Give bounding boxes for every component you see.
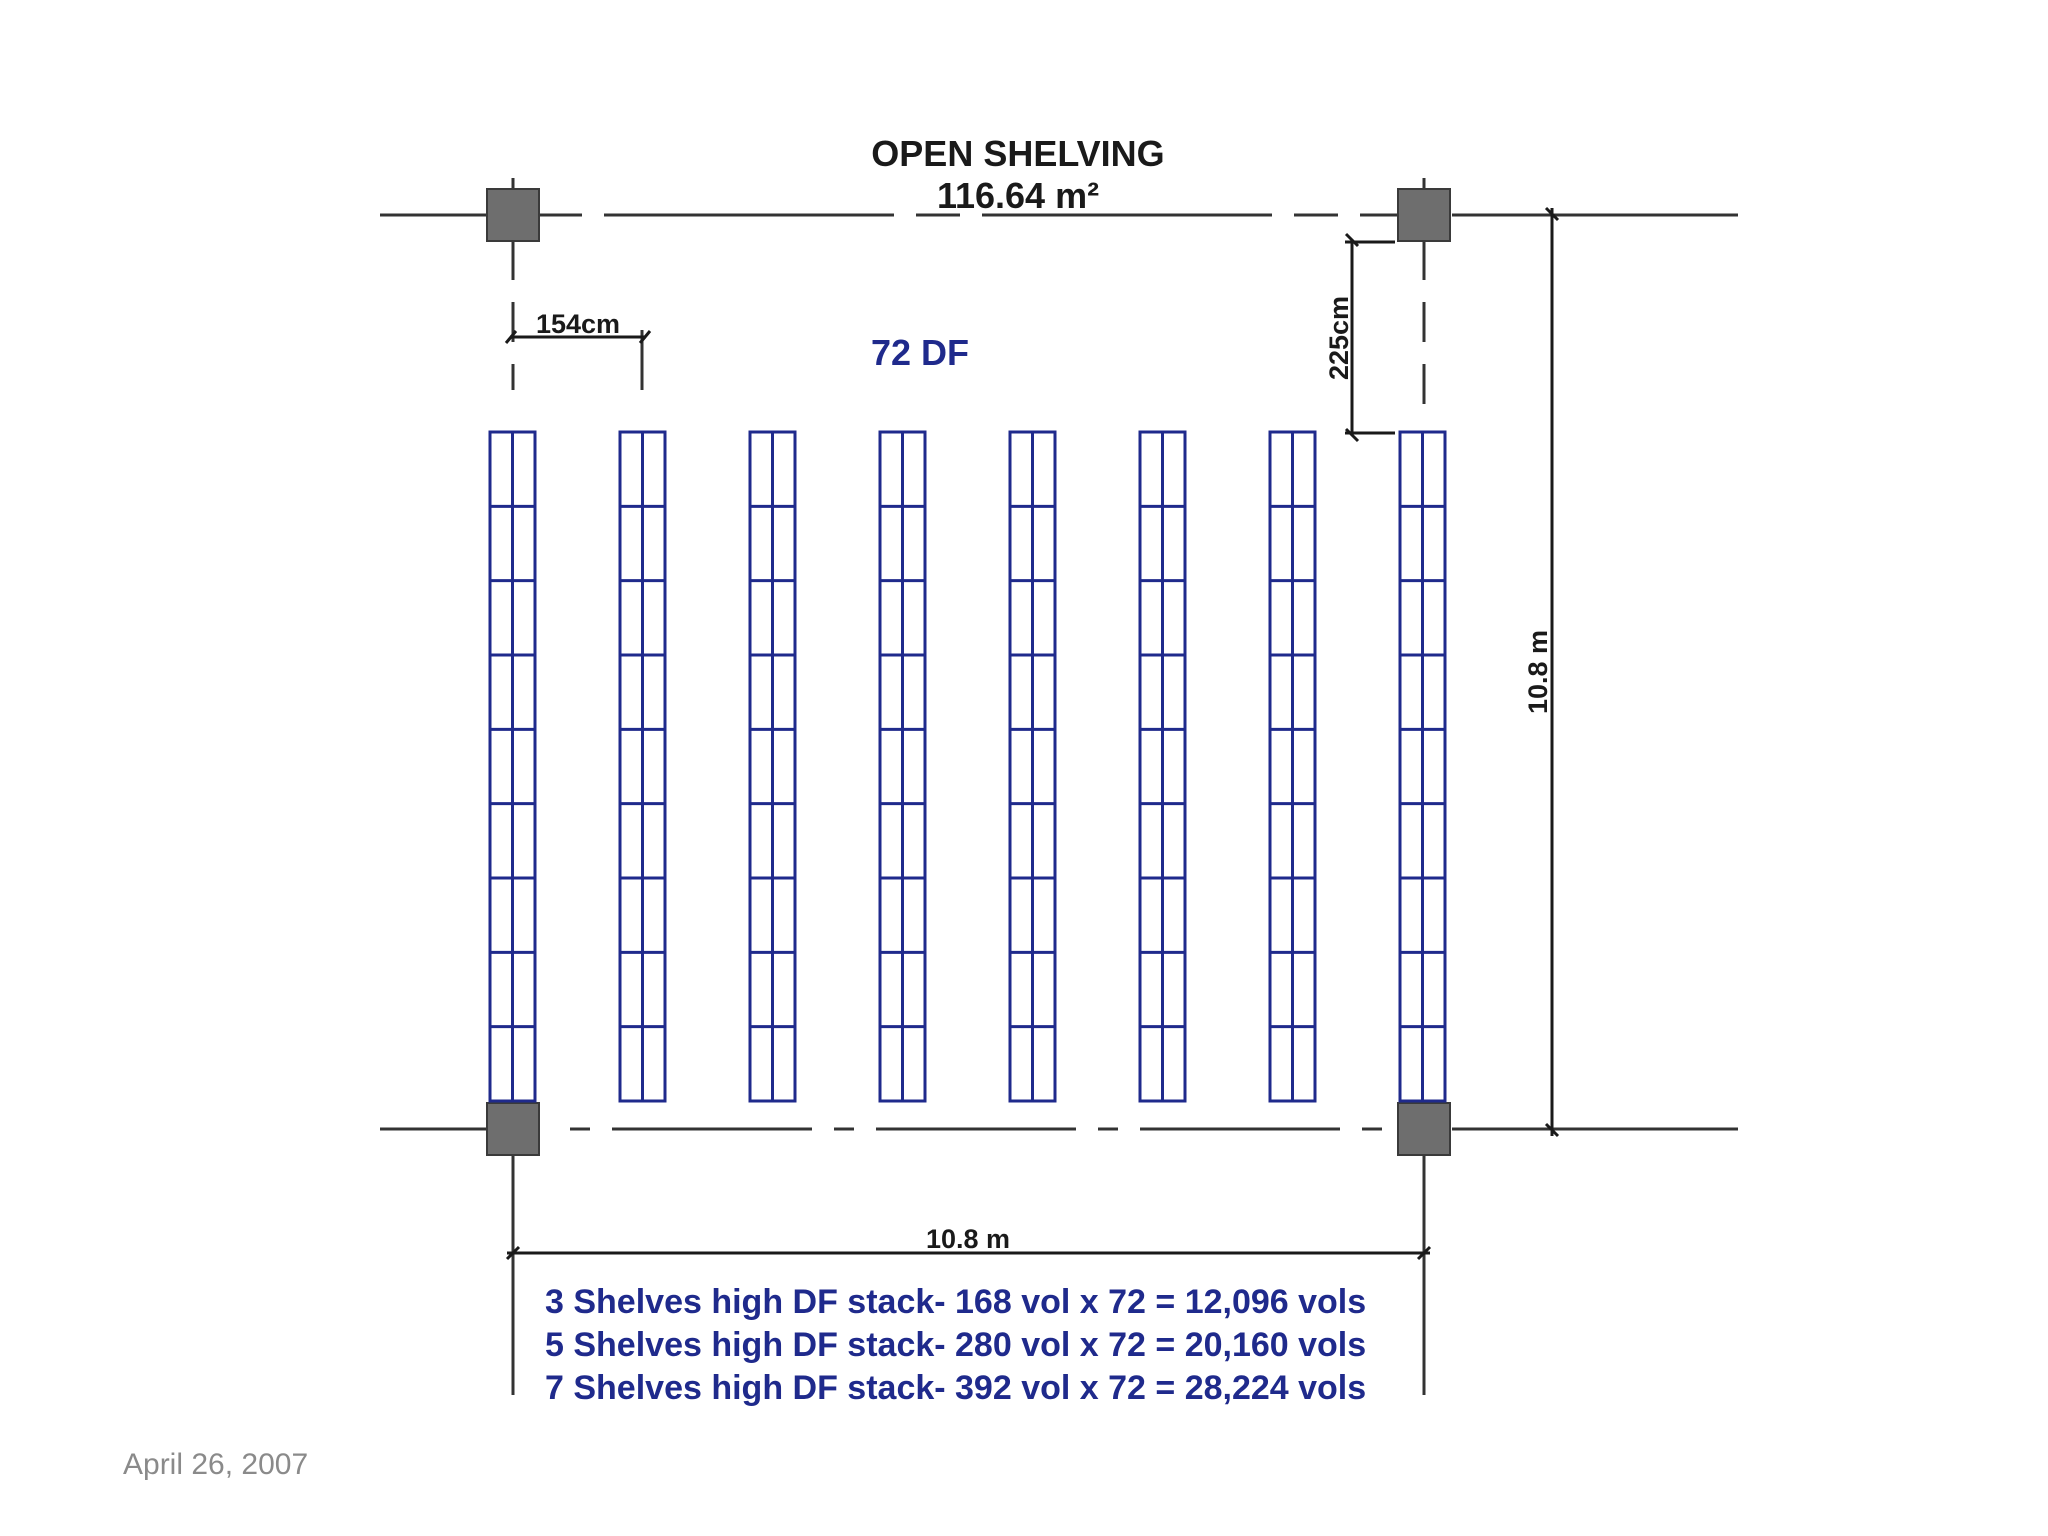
room-height-tick-bottom: [1544, 1122, 1560, 1138]
aisle-depth-tick-top: [1344, 232, 1360, 248]
summary-line-7-shelves: 7 Shelves high DF stack- 392 vol x 72 = …: [545, 1369, 1366, 1407]
room-height-tick-top: [1544, 206, 1560, 222]
unit-width-tick-left: [504, 330, 518, 344]
shelf-unit: [878, 430, 927, 1103]
aisle-depth-tick-bottom: [1344, 427, 1360, 443]
shelf-unit: [488, 430, 537, 1103]
column-bottom-right: [1397, 1102, 1451, 1156]
column-bottom-left: [486, 1102, 540, 1156]
shelf-unit: [1268, 430, 1317, 1103]
summary-line-3-shelves: 3 Shelves high DF stack- 168 vol x 72 = …: [545, 1283, 1366, 1321]
shelving-units: [488, 430, 1447, 1103]
unit-width-dimension: [504, 330, 652, 344]
room-width-tick-left: [505, 1245, 521, 1261]
shelf-unit: [618, 430, 667, 1103]
wall-lines: [380, 178, 1738, 1395]
shelf-unit: [1008, 430, 1057, 1103]
room-width-label: 10.8 m: [926, 1224, 1010, 1254]
column-top-right: [1397, 188, 1451, 242]
aisle-depth-label: 225cm: [1324, 296, 1354, 380]
unit-width-tick-right: [638, 330, 652, 344]
footer-date: April 26, 2007: [123, 1448, 309, 1481]
shelf-unit: [1138, 430, 1187, 1103]
structural-columns: [486, 188, 1451, 1156]
room-height-label: 10.8 m: [1523, 630, 1553, 714]
unit-width-label: 154cm: [536, 309, 620, 339]
aisle-depth-dimension: [1344, 232, 1395, 443]
shelf-count-label: 72 DF: [871, 332, 969, 373]
room-width-tick-right: [1416, 1245, 1432, 1261]
shelf-unit: [1398, 430, 1447, 1103]
column-top-left: [486, 188, 540, 242]
plan-title: OPEN SHELVING: [871, 133, 1164, 174]
plan-area: 116.64 m²: [937, 175, 1099, 216]
room-width-dimension: [505, 1245, 1432, 1261]
room-height-dimension: [1544, 206, 1560, 1138]
shelf-unit: [748, 430, 797, 1103]
summary-line-5-shelves: 5 Shelves high DF stack- 280 vol x 72 = …: [545, 1326, 1366, 1364]
